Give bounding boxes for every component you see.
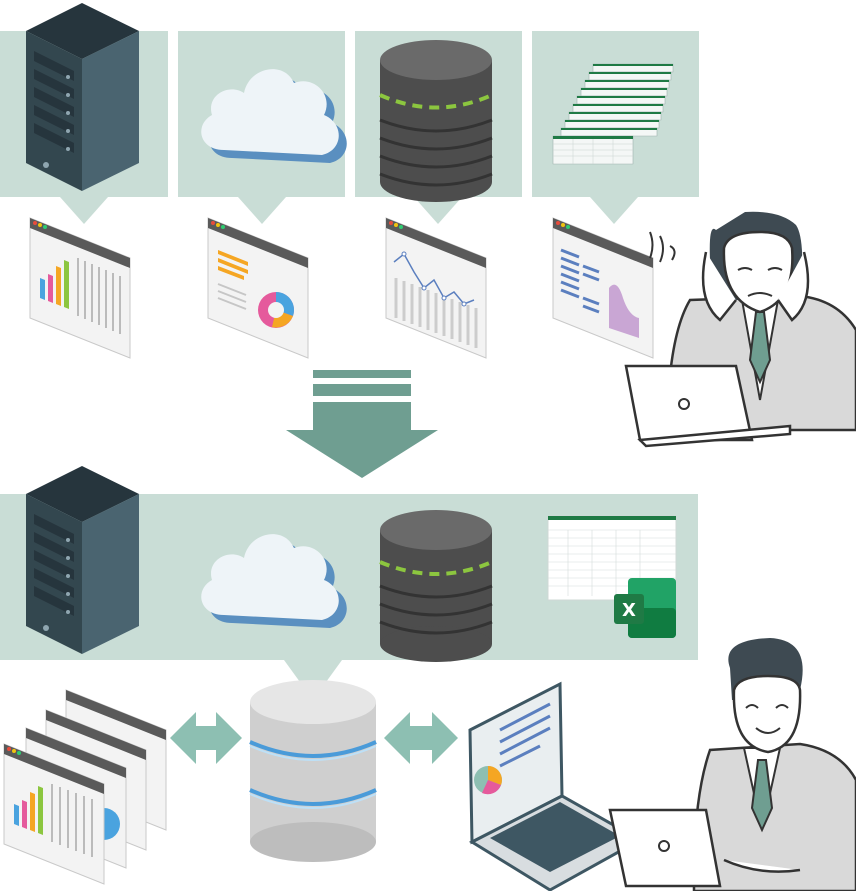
database-icon xyxy=(379,510,493,662)
before-section xyxy=(0,3,856,448)
list-report-icon xyxy=(552,217,654,359)
after-section: X xyxy=(0,466,856,891)
donut-chart-report-icon xyxy=(207,217,309,359)
database-icon xyxy=(379,40,493,202)
bar-chart-report-icon xyxy=(29,217,131,359)
analytics-laptop-icon xyxy=(468,681,644,891)
central-database-icon xyxy=(249,680,377,862)
cloud-icon xyxy=(201,69,347,163)
worried-businessman-icon xyxy=(624,211,856,448)
bidirectional-arrow-right xyxy=(384,712,458,764)
report-stack-icon xyxy=(3,689,167,885)
excel-sheet-icon: X xyxy=(547,515,677,638)
excel-badge-letter: X xyxy=(622,600,636,621)
laptop-icon xyxy=(624,364,792,448)
spreadsheet-stack-icon xyxy=(552,63,674,165)
bidirectional-arrow-left xyxy=(170,712,242,764)
excel-badge: X xyxy=(614,578,676,638)
laptop-icon xyxy=(608,808,722,888)
server-rack-icon xyxy=(26,466,139,654)
happy-businessman-icon xyxy=(608,638,856,891)
cloud-icon xyxy=(201,534,347,628)
down-arrow-icon xyxy=(286,370,438,478)
line-chart-report-icon xyxy=(385,217,487,359)
server-rack-icon xyxy=(26,3,139,191)
